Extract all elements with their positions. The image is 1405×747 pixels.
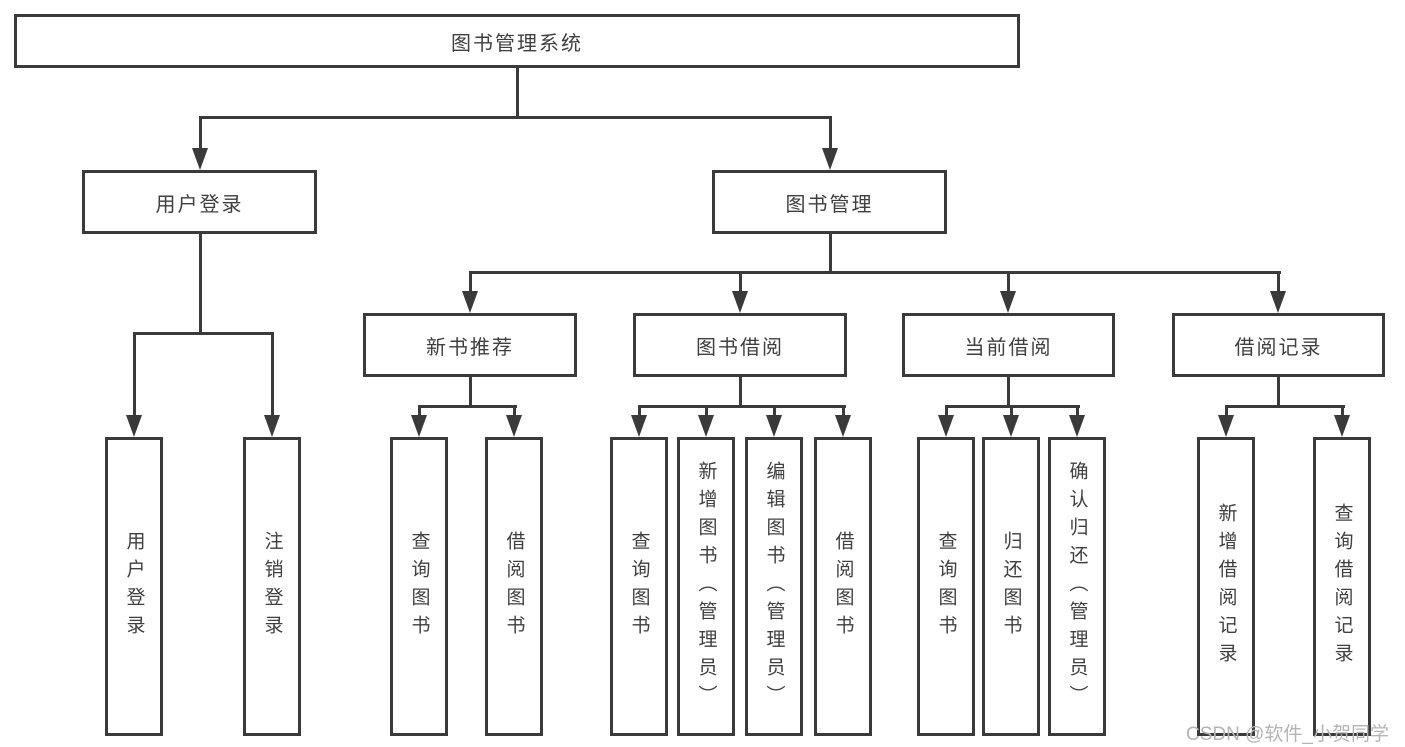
arrowhead-down-icon: [192, 148, 208, 170]
node-root: 图书管理系统: [14, 14, 1020, 68]
connector-drop-leaf: [705, 405, 708, 417]
node-book-borrow: 图书借阅: [633, 313, 847, 377]
leaf-current-confirm-admin-label: 确认归还（管理员）: [1066, 460, 1088, 713]
connector-drop-leaf: [1010, 405, 1013, 417]
connector-drop-leaf: [418, 405, 421, 417]
leaf-borrow-book-label: 借阅图书: [832, 530, 854, 643]
connector-drop-leaf: [773, 405, 776, 417]
leaf-current-return-label: 归还图书: [1000, 530, 1022, 643]
arrowhead-down-icon: [1270, 291, 1286, 313]
leaf-borrow-add-admin: 新增图书（管理员）: [677, 437, 735, 736]
arrowhead-down-icon: [1000, 291, 1016, 313]
connector-drop-leaf: [842, 405, 845, 417]
arrowhead-down-icon: [462, 291, 478, 313]
leaf-borrow-add-admin-label: 新增图书（管理员）: [695, 460, 717, 713]
leaf-logout-label: 注销登录: [261, 530, 283, 643]
leaf-current-query-label: 查询图书: [935, 530, 957, 643]
arrowhead-down-icon: [411, 415, 427, 437]
connector-drop-leaf: [945, 405, 948, 417]
connector-user-login-bar: [133, 332, 274, 335]
connector-drop-leaf: [271, 332, 274, 417]
connector-new-books-stem: [469, 377, 472, 407]
leaf-current-query: 查询图书: [917, 437, 975, 736]
leaf-borrow-edit-admin: 编辑图书（管理员）: [745, 437, 803, 736]
leaf-records-add: 新增借阅记录: [1197, 437, 1255, 736]
arrowhead-down-icon: [126, 415, 142, 437]
leaf-newbooks-borrow-label: 借阅图书: [503, 530, 525, 643]
arrowhead-down-icon: [698, 415, 714, 437]
arrowhead-down-icon: [766, 415, 782, 437]
connector-user-login-stem: [199, 234, 202, 334]
connector-drop-leaf: [513, 405, 516, 417]
leaf-newbooks-query-label: 查询图书: [408, 530, 430, 643]
arrowhead-down-icon: [1218, 415, 1234, 437]
connector-root-stem: [516, 68, 519, 118]
leaf-borrow-edit-admin-label: 编辑图书（管理员）: [763, 460, 785, 713]
leaf-borrow-query-label: 查询图书: [628, 530, 650, 643]
connector-book-borrow-stem: [739, 377, 742, 407]
connector-level2-bar: [199, 116, 832, 119]
connector-drop-user-login: [199, 116, 202, 151]
node-new-books: 新书推荐: [363, 313, 577, 377]
leaf-logout: 注销登录: [243, 437, 301, 736]
leaf-user-login: 用户登录: [105, 437, 163, 736]
connector-drop-book-mgmt: [829, 116, 832, 151]
leaf-newbooks-query: 查询图书: [390, 437, 448, 736]
leaf-newbooks-borrow: 借阅图书: [485, 437, 543, 736]
arrowhead-down-icon: [732, 291, 748, 313]
node-current-borrow: 当前借阅: [902, 313, 1115, 377]
connector-drop-book-borrow: [739, 271, 742, 293]
connector-drop-current-borrow: [1007, 271, 1010, 293]
connector-drop-new-books: [469, 271, 472, 293]
connector-drop-leaf: [133, 332, 136, 417]
leaf-current-return: 归还图书: [982, 437, 1040, 736]
arrowhead-down-icon: [1003, 415, 1019, 437]
leaf-current-confirm-admin: 确认归还（管理员）: [1048, 437, 1106, 736]
arrowhead-down-icon: [835, 415, 851, 437]
connector-book-mgmt-stem: [829, 234, 832, 273]
node-book-borrow-label: 图书借阅: [696, 336, 784, 359]
leaf-records-query: 查询借阅记录: [1313, 437, 1371, 736]
leaf-records-query-label: 查询借阅记录: [1331, 502, 1353, 671]
connector-drop-borrow-records: [1277, 271, 1280, 293]
leaf-borrow-book: 借阅图书: [814, 437, 872, 736]
arrowhead-down-icon: [1069, 415, 1085, 437]
arrowhead-down-icon: [631, 415, 647, 437]
node-borrow-records: 借阅记录: [1172, 313, 1385, 377]
leaf-records-add-label: 新增借阅记录: [1215, 502, 1237, 671]
connector-book-borrow-bar: [638, 405, 846, 408]
arrowhead-down-icon: [938, 415, 954, 437]
connector-borrow-records-bar: [1225, 405, 1345, 408]
connector-level3-bar: [469, 271, 1281, 274]
node-current-borrow-label: 当前借阅: [964, 336, 1053, 359]
node-borrow-records-label: 借阅记录: [1234, 336, 1323, 359]
connector-drop-leaf: [1225, 405, 1228, 417]
connector-drop-leaf: [1341, 405, 1344, 417]
node-user-login-label: 用户登录: [155, 193, 244, 216]
node-user-login: 用户登录: [82, 170, 317, 234]
csdn-watermark: CSDN @软件_小贺同学: [1186, 724, 1389, 745]
arrowhead-down-icon: [822, 148, 838, 170]
connector-drop-leaf: [638, 405, 641, 417]
leaf-user-login-label: 用户登录: [123, 530, 145, 643]
connector-borrow-records-stem: [1277, 377, 1280, 407]
arrowhead-down-icon: [1334, 415, 1350, 437]
arrowhead-down-icon: [506, 415, 522, 437]
connector-new-books-bar: [418, 405, 517, 408]
node-book-mgmt: 图书管理: [712, 170, 947, 234]
node-root-label: 图书管理系统: [451, 32, 583, 55]
connector-current-borrow-stem: [1007, 377, 1010, 407]
arrowhead-down-icon: [264, 415, 280, 437]
node-new-books-label: 新书推荐: [426, 336, 514, 359]
node-book-mgmt-label: 图书管理: [785, 193, 874, 216]
leaf-borrow-query: 查询图书: [610, 437, 668, 736]
connector-drop-leaf: [1076, 405, 1079, 417]
